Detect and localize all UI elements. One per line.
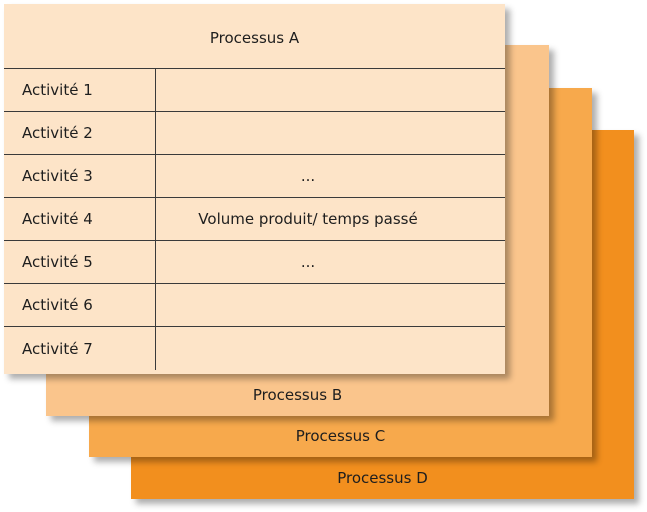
process-d-title: Processus D <box>337 469 428 487</box>
activity-row-1: Activité 1 <box>4 69 505 112</box>
activity-row-2: Activité 2 <box>4 112 505 155</box>
activity-label: Activité 4 <box>4 198 156 240</box>
activity-table: Activité 1 Activité 2 Activité 3 ... Act… <box>4 69 505 370</box>
activity-value <box>156 327 505 370</box>
activity-label: Activité 2 <box>4 112 156 154</box>
process-c-title: Processus C <box>295 427 386 445</box>
activity-label: Activité 5 <box>4 241 156 283</box>
activity-value <box>156 112 505 154</box>
activity-row-3: Activité 3 ... <box>4 155 505 198</box>
activity-row-7: Activité 7 <box>4 327 505 370</box>
process-a-title: Processus A <box>4 4 505 69</box>
activity-label: Activité 3 <box>4 155 156 197</box>
activity-value: ... <box>300 167 316 185</box>
activity-row-4: Activité 4 Volume produit/ temps passé <box>4 198 505 241</box>
activity-label: Activité 6 <box>4 284 156 326</box>
activity-value: ... <box>300 253 316 271</box>
activity-value: Volume produit/ temps passé <box>198 210 418 228</box>
process-a-card: Processus A Activité 1 Activité 2 Activi… <box>4 4 505 374</box>
activity-label: Activité 7 <box>4 327 156 370</box>
activity-label: Activité 1 <box>4 69 156 111</box>
activity-row-5: Activité 5 ... <box>4 241 505 284</box>
activity-value <box>156 284 505 326</box>
activity-value <box>156 69 505 111</box>
process-b-title: Processus B <box>252 386 343 404</box>
activity-row-6: Activité 6 <box>4 284 505 327</box>
